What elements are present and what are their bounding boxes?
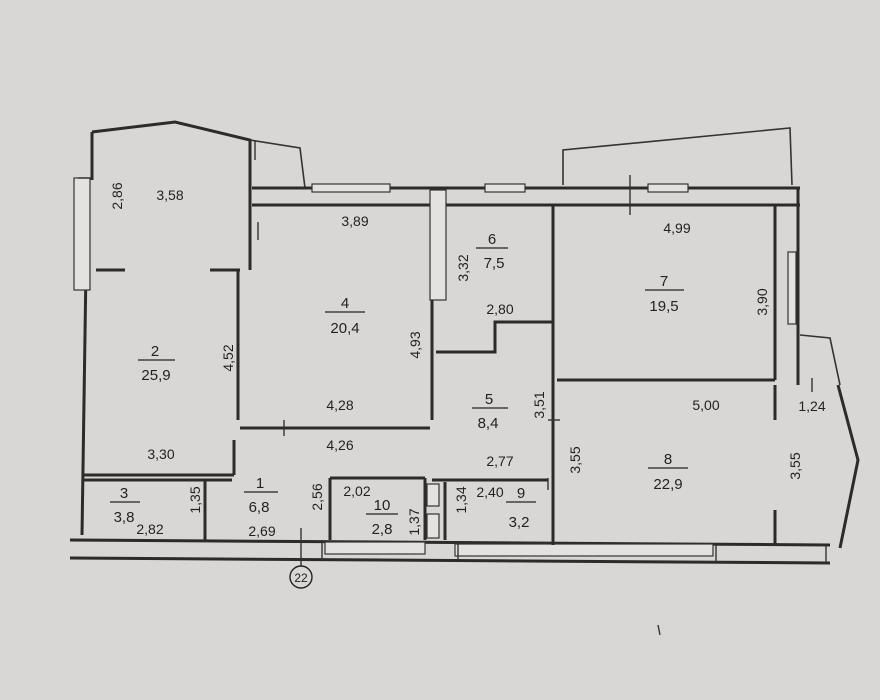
room-number: 9 — [517, 485, 525, 502]
dim-3-32: 3,32 — [455, 254, 471, 281]
room-area: 3,8 — [114, 509, 135, 526]
dim-3-55-left: 3,55 — [567, 446, 583, 473]
dim-2-80: 2,80 — [486, 301, 513, 317]
room-label-2: 2 25,9 — [138, 343, 175, 384]
dim-2-82: 2,82 — [136, 521, 163, 537]
room-area: 3,2 — [509, 514, 530, 531]
axis-marker-label: 22 — [294, 571, 308, 585]
shaft-top — [426, 483, 440, 507]
room-label-10: 10 2,8 — [366, 497, 398, 538]
room-label-9: 9 3,2 — [506, 485, 536, 531]
dimension-labels: 3,58 3,89 2,80 4,99 4,28 4,26 5,00 1,24 … — [136, 187, 825, 539]
room-label-6: 6 7,5 — [476, 231, 508, 272]
dim-4-52: 4,52 — [220, 344, 236, 371]
dim-3-89: 3,89 — [341, 213, 368, 229]
dim-2-02: 2,02 — [343, 483, 370, 499]
window-room-7-right — [787, 251, 797, 325]
dim-4-28: 4,28 — [326, 397, 353, 413]
balcony-left — [91, 120, 306, 189]
dim-4-99: 4,99 — [663, 220, 690, 236]
balcony-top-right — [562, 127, 793, 186]
room-number: 7 — [660, 273, 668, 290]
room-label-1: 1 6,8 — [244, 475, 278, 516]
window-bottom-1 — [324, 541, 426, 555]
room-area: 6,8 — [249, 499, 270, 516]
dim-1-24: 1,24 — [798, 398, 825, 414]
dim-3-30: 3,30 — [147, 446, 174, 462]
window-room-2 — [73, 177, 91, 291]
dim-1-35: 1,35 — [187, 486, 203, 513]
axis-marker: 22 — [289, 528, 313, 589]
room-area: 2,8 — [372, 521, 393, 538]
room-number: 3 — [120, 485, 128, 502]
dim-2-69: 2,69 — [248, 523, 275, 539]
room-label-4: 4 20,4 — [325, 295, 365, 337]
room-number: 5 — [485, 391, 493, 408]
dim-4-93: 4,93 — [407, 331, 423, 358]
room-area: 20,4 — [330, 320, 359, 337]
balcony-right — [799, 334, 860, 549]
dim-2-77: 2,77 — [486, 453, 513, 469]
room-label-7: 7 19,5 — [645, 273, 684, 315]
stray-mark — [657, 624, 661, 636]
dim-2-86: 2,86 — [109, 182, 125, 209]
room-label-8: 8 22,9 — [648, 451, 688, 493]
room-area: 22,9 — [653, 476, 682, 493]
dim-4-26: 4,26 — [326, 437, 353, 453]
interior-walls — [78, 140, 827, 563]
window-room-4 — [311, 183, 391, 193]
room-number: 4 — [341, 295, 349, 312]
dim-1-34: 1,34 — [453, 486, 469, 513]
column-4-6 — [429, 189, 447, 301]
room-area: 19,5 — [649, 298, 678, 315]
room-label-3: 3 3,8 — [110, 485, 140, 526]
shaft-bottom — [426, 513, 440, 539]
axis-marker-circle — [289, 565, 313, 589]
dim-3-90: 3,90 — [754, 288, 770, 315]
window-bottom-2 — [454, 543, 714, 557]
dim-3-51: 3,51 — [531, 391, 547, 418]
room-area: 7,5 — [484, 255, 505, 272]
outer-walls — [69, 132, 831, 565]
dim-5-00: 5,00 — [692, 397, 719, 413]
room-number: 10 — [374, 497, 391, 514]
dim-2-40: 2,40 — [476, 484, 503, 500]
room-area: 8,4 — [478, 415, 499, 432]
window-room-7 — [647, 183, 689, 193]
room-area: 25,9 — [141, 367, 170, 384]
dim-3-55-right: 3,55 — [787, 452, 803, 479]
dimension-labels-vertical: 2,86 3,32 3,90 4,52 4,93 3,51 3,55 3,55 … — [109, 182, 803, 535]
dim-3-58: 3,58 — [156, 187, 183, 203]
room-number: 6 — [488, 231, 496, 248]
dim-2-56: 2,56 — [309, 483, 325, 510]
dim-1-37: 1,37 — [406, 508, 422, 535]
room-number: 1 — [256, 475, 264, 492]
room-label-5: 5 8,4 — [472, 391, 508, 432]
window-room-6 — [484, 183, 526, 193]
room-number: 8 — [664, 451, 672, 468]
room-number: 2 — [151, 343, 159, 360]
